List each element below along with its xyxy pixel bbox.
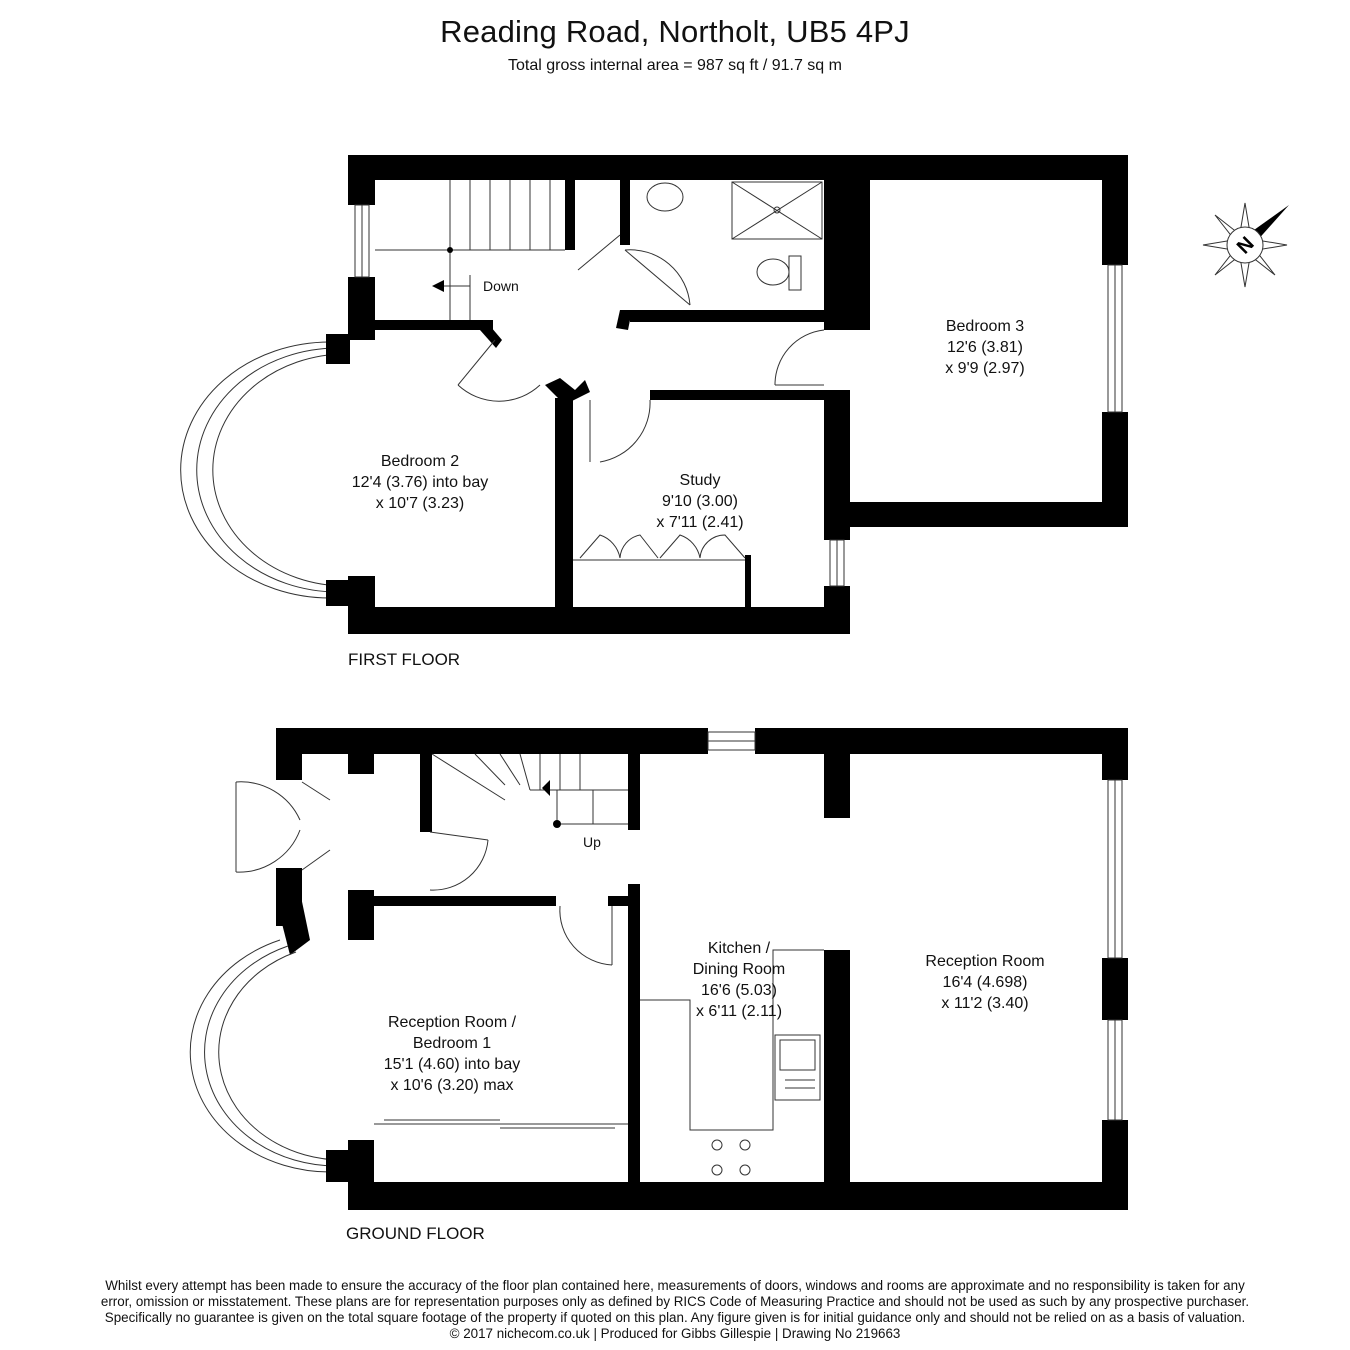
ground-floor-label: GROUND FLOOR: [346, 1224, 485, 1243]
staircase-first-floor: Down: [375, 180, 565, 320]
stair-up-label: Up: [583, 834, 601, 850]
disclaimer-line-4: © 2017 nichecom.co.uk | Produced for Gib…: [449, 1326, 901, 1341]
first-floor-label: FIRST FLOOR: [348, 650, 460, 669]
down-arrow-icon: [432, 280, 444, 292]
kitchen-name: Kitchen /: [708, 940, 771, 957]
kitchen-name2: Dining Room: [693, 961, 785, 978]
area-subtitle: Total gross internal area = 987 sq ft / …: [508, 57, 842, 74]
kitchen-units: [374, 949, 824, 1176]
reception-bedroom1-size: 15'1 (4.60) into bay: [384, 1056, 520, 1073]
reception-bedroom1-size2: x 10'6 (3.20) max: [390, 1077, 513, 1094]
disclaimer-line-1: Whilst every attempt has been made to en…: [105, 1278, 1245, 1293]
study-size: 9'10 (3.00): [662, 493, 738, 510]
disclaimer-line-2: error, omission or misstatement. These p…: [100, 1294, 1250, 1309]
reception-room-size2: x 11'2 (3.40): [941, 995, 1028, 1012]
study-name: Study: [680, 472, 721, 489]
page-title: Reading Road, Northolt, UB5 4PJ: [440, 14, 910, 49]
kitchen-size2: x 6'11 (2.11): [696, 1003, 782, 1020]
north-compass-icon: N: [1202, 202, 1289, 288]
study-wardrobe: [573, 534, 751, 607]
bedroom3-name: Bedroom 3: [946, 318, 1024, 335]
bathroom-fixtures: [646, 181, 823, 291]
ground-floor-plan: Up Reception Room / Bedroom 1 15'1 (4.60…: [189, 728, 1128, 1243]
kitchen-size: 16'6 (5.03): [701, 982, 777, 999]
disclaimer: Whilst every attempt has been made to en…: [40, 1278, 1310, 1342]
bedroom3-size: 12'6 (3.81): [947, 339, 1023, 356]
up-arrow-icon: [542, 780, 550, 796]
disclaimer-line-3: Specifically no guarantee is given on th…: [104, 1310, 1246, 1325]
reception-room-name: Reception Room: [925, 953, 1044, 970]
bedroom2-size: 12'4 (3.76) into bay: [352, 474, 488, 491]
reception-bedroom1-name: Reception Room /: [388, 1014, 517, 1031]
staircase-ground-floor: Up: [431, 753, 628, 850]
study-size2: x 7'11 (2.41): [656, 514, 743, 531]
bedroom2-name: Bedroom 2: [381, 453, 459, 470]
reception-bedroom1-name2: Bedroom 1: [413, 1035, 491, 1052]
reception-room-size: 16'4 (4.698): [943, 974, 1028, 991]
stair-down-label: Down: [483, 278, 519, 294]
bedroom2-size2: x 10'7 (3.23): [376, 495, 464, 512]
bedroom3-size2: x 9'9 (2.97): [945, 360, 1025, 377]
first-floor-plan: Down Bedroom 2: [180, 155, 1128, 669]
